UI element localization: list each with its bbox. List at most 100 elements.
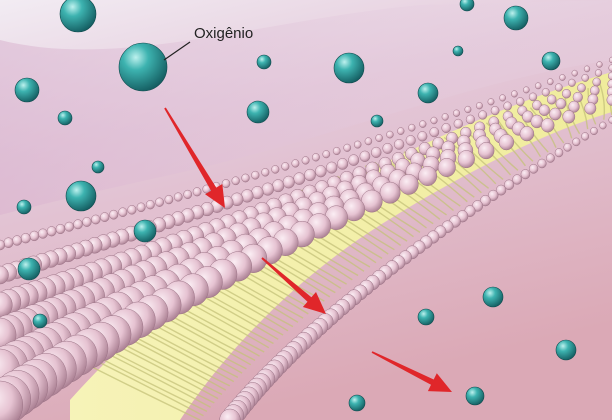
phospholipid-head [597,62,603,68]
phospholipid-head [193,188,201,197]
phospholipid-head [577,84,585,93]
phospholipid-head [590,127,597,135]
oxygen-molecule [92,161,104,173]
phospholipid-head [272,180,284,192]
phospholipid-head [535,83,541,89]
phospholipid-head [165,195,173,204]
phospholipid-head [315,166,326,178]
phospholipid-head [262,183,274,196]
phospholipid-head [584,66,590,72]
oxygen-label: Oxigênio [194,25,253,42]
oxygen-molecule [58,111,72,125]
phospholipid-head [292,160,299,168]
phospholipid-head [562,89,571,98]
phospholipid-head [488,99,494,106]
phospholipid-head [572,70,578,76]
phospholipid-head [500,95,506,102]
phospholipid-head [585,102,596,114]
phospholipid-head [56,224,65,234]
phospholipid-head [438,158,455,176]
phospholipid-head [564,143,572,151]
phospholipid-head [74,220,83,229]
phospholipid-head [349,155,359,166]
phospholipid-head [406,135,416,145]
phospholipid-head [442,113,449,120]
phospholipid-head [222,179,230,187]
phospholipid-head [499,134,514,150]
phospholipid-head [283,176,295,188]
phospholipid-head [242,174,250,182]
phospholipid-head [521,169,530,179]
oxygen-molecule [483,287,503,307]
phospholipid-head [542,88,550,96]
phospholipid-head [30,231,39,241]
phospholipid-head [262,168,270,176]
phospholipid-head [354,141,361,148]
phospholipid-head [232,177,240,185]
oxygen-molecule [66,181,96,211]
oxygen-molecule [247,101,269,123]
oxygen-molecule [542,52,560,70]
phospholipid-head [573,138,581,146]
phospholipid-head [344,144,351,152]
oxygen-molecule [15,78,39,102]
phospholipid-head [38,229,47,239]
phospholipid-head [109,210,118,219]
oxygen-molecule [418,309,434,325]
phospholipid-head [559,74,565,80]
phospholipid-head [65,222,74,231]
phospholipid-head [430,127,439,137]
oxygen-molecule [257,55,271,69]
oxygen-molecule [33,314,47,328]
phospholipid-head [12,236,21,246]
phospholipid-head [418,166,436,185]
phospholipid-head [600,122,607,129]
phospholipid-head [146,200,154,209]
phospholipid-head [476,102,482,109]
phospholipid-head [547,79,553,85]
phospholipid-head [337,158,348,169]
phospholipid-head [312,153,319,161]
phospholipid-head [100,213,109,222]
phospholipid-head [593,78,601,86]
phospholipid-head [376,134,383,141]
phospholipid-head [555,84,562,92]
phospholipid-head [541,118,554,132]
phospholipid-head [47,227,56,237]
phospholipid-head [408,124,415,131]
phospholipid-head [546,154,554,163]
phospholipid-head [4,238,13,248]
phospholipid-head [272,165,280,173]
oxygen-molecule [134,220,156,242]
phospholipid-head [513,175,522,185]
phospholipid-head [582,74,589,81]
phospholipid-head [294,173,305,185]
phospholipid-head [454,119,463,128]
oxygen-molecule [18,258,40,280]
oxygen-molecule [504,6,528,30]
phospholipid-head [304,169,315,181]
phospholipid-head [442,123,451,132]
oxygen-molecule [119,43,167,91]
phospholipid-head [383,143,393,153]
phospholipid-head [128,205,137,214]
phospholipid-head [419,121,426,128]
phospholipid-head [458,150,475,167]
oxygen-molecule [334,53,364,83]
phospholipid-head [563,110,575,123]
oxygen-molecule [371,115,383,127]
oxygen-molecule [17,200,31,214]
phospholipid-head [550,108,562,120]
phospholipid-head [538,159,547,168]
phospholipid-head [397,128,404,135]
phospholipid-head [302,157,309,165]
phospholipid-head [365,138,372,145]
oxygen-molecule [466,387,484,405]
phospholipid-head [568,79,575,87]
phospholipid-head [453,110,460,117]
phospholipid-head [137,203,145,212]
phospholipid-head [511,91,517,98]
oxygen-molecule [60,0,96,32]
phospholipid-head [547,95,556,104]
